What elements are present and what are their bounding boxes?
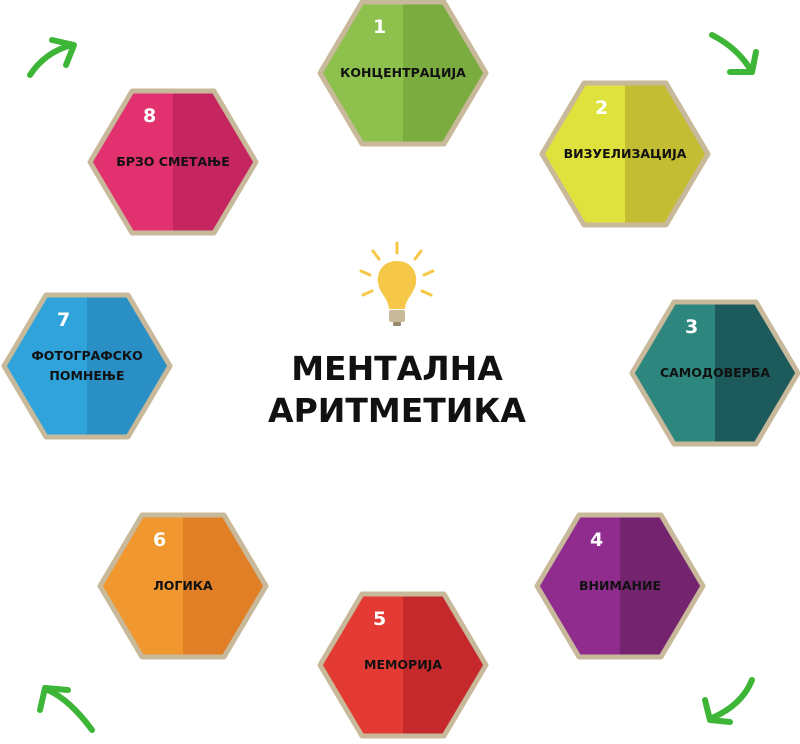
step-label: ПОМНЕЊЕ [49, 368, 124, 383]
step-number: 5 [373, 608, 386, 630]
arrow-icon-top-left [27, 37, 77, 78]
arrow-icon-bottom-right [702, 677, 755, 725]
step-label: МЕМОРИЈА [364, 657, 442, 672]
title-line-1: МЕНТАЛНА [291, 349, 503, 388]
step-number: 3 [685, 316, 698, 338]
hexagon-left-half [100, 515, 183, 657]
step-label: ФОТОГРАФСКО [31, 348, 142, 363]
hexagon-border [97, 512, 269, 660]
arrow-icon-top-right [709, 32, 759, 75]
step-label: САМОДОВЕРБА [660, 365, 770, 380]
hexagon-left-half [632, 302, 715, 444]
step-label: КОНЦЕНТРАЦИЈА [340, 65, 466, 80]
hexagon-left-half [320, 594, 403, 736]
hexagon-border [534, 512, 706, 660]
step-number: 2 [595, 97, 608, 119]
step-label: ЛОГИКА [153, 578, 213, 593]
hexagon-left-half [542, 83, 625, 225]
arrow-icon-bottom-left [37, 685, 95, 733]
step-number: 7 [57, 309, 70, 331]
step-label: ВНИМАНИЕ [579, 578, 661, 593]
hexagon-border [1, 292, 173, 440]
step-number: 8 [143, 105, 156, 127]
hexagon-border [629, 299, 800, 447]
hexagon-left-half [90, 91, 173, 233]
main-title: МЕНТАЛНА АРИТМЕТИКА [268, 349, 526, 430]
lightbulb-icon [359, 241, 435, 326]
hexagon-border [539, 80, 711, 228]
hexagon-left-half [4, 295, 87, 437]
step-label: БРЗО СМЕТАЊЕ [116, 154, 230, 169]
step-label: ВИЗУЕЛИЗАЦИЈА [564, 146, 687, 161]
step-number: 1 [373, 16, 386, 38]
hexagon-border [87, 88, 259, 236]
title-line-2: АРИТМЕТИКА [268, 391, 526, 430]
cycle-arrows [27, 32, 759, 733]
step-number: 6 [153, 529, 166, 551]
hexagon-border [317, 0, 489, 147]
hexagon-left-half [320, 2, 403, 144]
step-number: 4 [590, 529, 603, 551]
hexagon-border [317, 591, 489, 739]
hexagon-left-half [537, 515, 620, 657]
